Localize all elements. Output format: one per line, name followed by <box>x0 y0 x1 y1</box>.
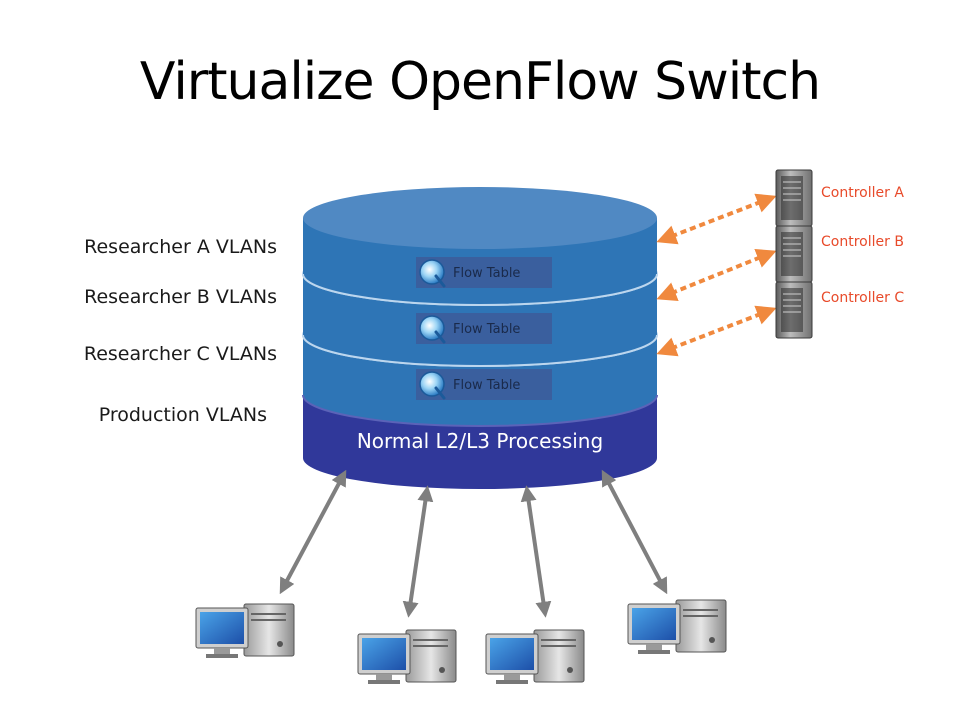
flow-table-label: Flow Table <box>453 322 520 337</box>
production-vlans-label: Production VLANs <box>98 404 267 426</box>
host-links <box>279 469 668 618</box>
controller-b-link <box>656 248 777 302</box>
host-computer-4-icon <box>627 599 727 654</box>
host-link-3 <box>520 485 552 618</box>
researcher-c-vlans-label: Researcher C VLANs <box>83 343 277 365</box>
flow-table-label: Flow Table <box>453 378 520 393</box>
host-link-4 <box>601 469 668 595</box>
host-computer-3-icon <box>485 629 585 684</box>
researcher-b-vlans-label: Researcher B VLANs <box>84 286 277 308</box>
controller-b-server-icon <box>775 225 813 283</box>
slide-title: Virtualize OpenFlow Switch <box>139 52 821 112</box>
host-link-1 <box>279 469 347 595</box>
controller-b-label: Controller B <box>821 234 904 250</box>
host-link-2 <box>402 485 434 618</box>
flow-table-label: Flow Table <box>453 266 520 281</box>
flow-table-a: Flow Table <box>416 257 552 288</box>
controller-c-server-icon <box>775 281 813 339</box>
host-computer-1-icon <box>195 603 295 658</box>
controller-links <box>656 193 777 357</box>
processing-label: Normal L2/L3 Processing <box>357 429 603 453</box>
controller-c-link <box>656 305 777 357</box>
researcher-a-vlans-label: Researcher A VLANs <box>84 236 277 258</box>
controller-a-link <box>656 193 777 245</box>
flow-table-b: Flow Table <box>416 313 552 344</box>
controller-a-server-icon <box>775 169 813 227</box>
flow-table-c: Flow Table <box>416 369 552 400</box>
researcher-a-layer-top <box>303 187 657 249</box>
controller-c-label: Controller C <box>821 290 905 306</box>
controller-a-label: Controller A <box>821 185 904 201</box>
host-computer-2-icon <box>357 629 457 684</box>
